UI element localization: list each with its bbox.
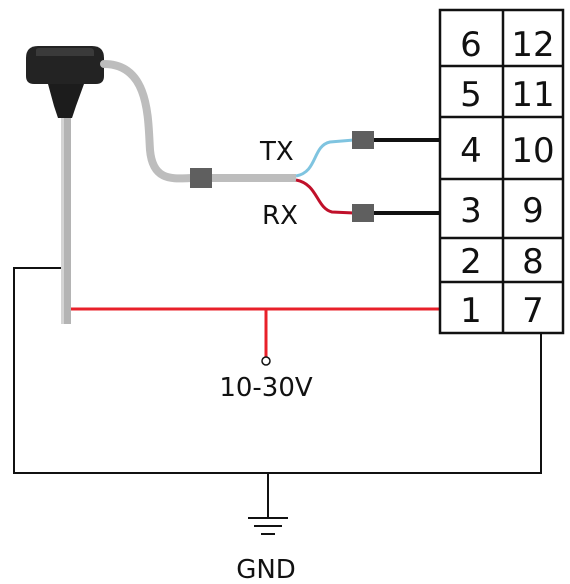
rx-plug [352, 204, 374, 222]
ground-return-wire [13, 267, 542, 474]
tx-label: TX [259, 137, 294, 167]
pin-4: 4 [460, 131, 482, 171]
sensor [26, 46, 104, 324]
sensor-neck [48, 84, 84, 118]
pin-10: 10 [511, 131, 554, 171]
pin-2: 2 [460, 242, 482, 282]
pin-5: 5 [460, 75, 482, 115]
tx-wire [295, 138, 355, 178]
ground-symbol [248, 473, 288, 535]
power-label: 10-30V [219, 373, 313, 403]
ground-label: GND [236, 555, 296, 584]
pin-1: 1 [460, 291, 482, 331]
pin-8: 8 [522, 242, 544, 282]
pin-6: 6 [460, 25, 482, 65]
pin-11: 11 [511, 75, 554, 115]
pin-7: 7 [522, 291, 544, 331]
connector-block: 6 12 5 11 4 10 3 9 2 8 1 7 [438, 8, 565, 335]
rx-label: RX [262, 201, 298, 231]
rx-wire [295, 178, 355, 215]
pin-9: 9 [522, 191, 544, 231]
data-cable [100, 60, 198, 183]
power-terminal [261, 356, 271, 366]
pin-3: 3 [460, 191, 482, 231]
sensor-stem [61, 108, 71, 324]
cable-plug-left [190, 168, 212, 188]
pin-12: 12 [511, 25, 554, 65]
tx-plug [352, 131, 374, 149]
